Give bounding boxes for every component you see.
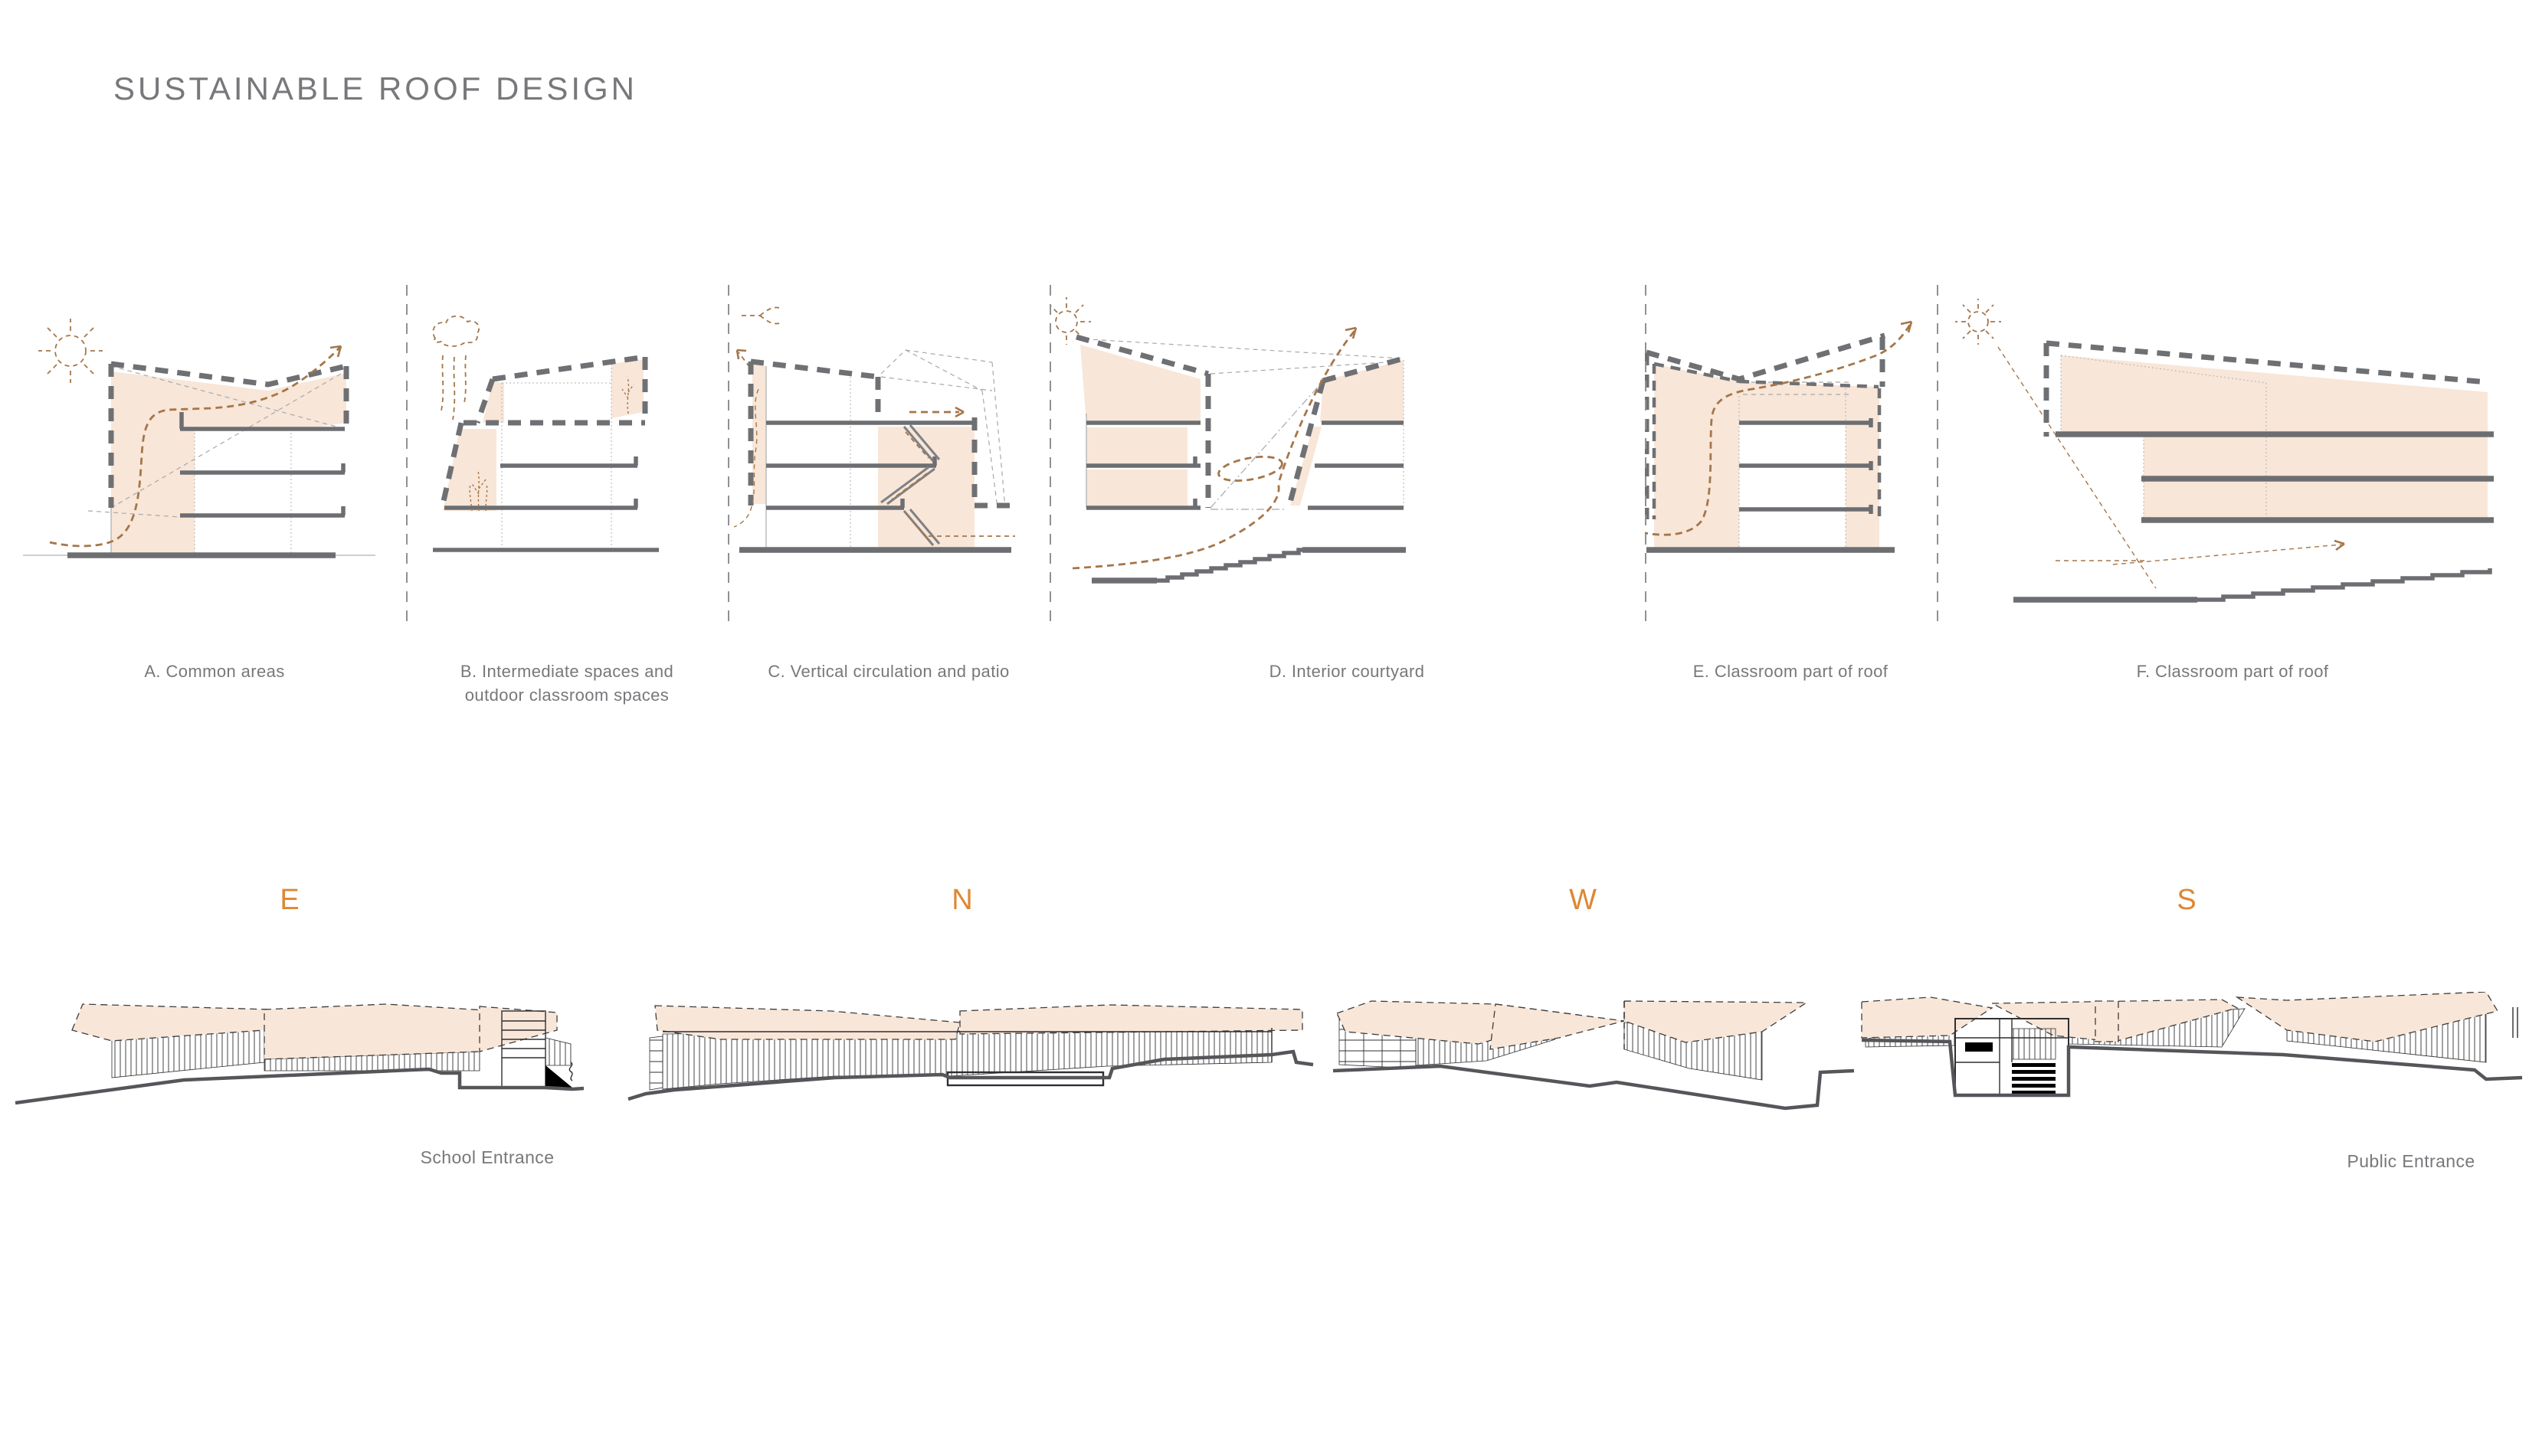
diagram-vertical-circulation bbox=[728, 291, 1050, 636]
separator-line bbox=[1645, 285, 1646, 623]
diagram-intermediate-spaces-drawing bbox=[432, 315, 659, 552]
diagram-classroom-roof-e bbox=[1640, 291, 1937, 636]
compass-label-east: E bbox=[280, 884, 300, 916]
airflow-arrow bbox=[1072, 326, 1358, 570]
caption-d: D. Interior courtyard bbox=[1269, 662, 1425, 681]
diagram-interior-courtyard bbox=[1049, 291, 1645, 636]
separator-line bbox=[728, 285, 729, 623]
diagram-interior-courtyard-drawing bbox=[1049, 297, 1406, 584]
elevation-north bbox=[627, 1004, 2518, 1101]
separator-line bbox=[406, 285, 408, 623]
plant-sketch bbox=[469, 376, 634, 512]
airflow-arrow bbox=[49, 345, 342, 548]
airflow-line bbox=[733, 388, 759, 528]
elevation-west bbox=[1332, 1000, 1855, 1111]
diagram-vertical-circulation-drawing bbox=[733, 306, 1017, 553]
compass-label-west: W bbox=[1569, 884, 1597, 916]
sun-icon bbox=[38, 319, 103, 383]
elevations-drawing bbox=[15, 992, 2523, 1111]
caption-a: A. Common areas bbox=[144, 662, 285, 681]
sun-icon bbox=[1049, 297, 1091, 345]
diagram-common-areas bbox=[23, 291, 406, 636]
diagram-classroom-roof-f-drawing bbox=[1955, 299, 2494, 603]
sun-icon bbox=[1955, 299, 2001, 345]
wind-icon bbox=[742, 306, 781, 325]
diagram-intermediate-spaces bbox=[406, 291, 728, 636]
caption-c: C. Vertical circulation and patio bbox=[768, 662, 1010, 681]
caption-f: F. Classroom part of roof bbox=[2136, 662, 2329, 681]
diagram-classroom-roof-e-drawing bbox=[1640, 320, 1913, 553]
public-entrance-label: Public Entrance bbox=[2347, 1151, 2475, 1171]
separator-line bbox=[1937, 285, 1938, 623]
school-entrance-label: School Entrance bbox=[420, 1147, 555, 1167]
page-title: SUSTAINABLE ROOF DESIGN bbox=[113, 70, 637, 106]
caption-e: E. Classroom part of roof bbox=[1692, 662, 1889, 681]
compass-label-north: N bbox=[952, 884, 973, 916]
stairs bbox=[880, 424, 941, 546]
diagram-common-areas-drawing bbox=[23, 319, 375, 558]
airflow-arrow bbox=[1640, 324, 1911, 536]
separator-line bbox=[1050, 285, 1051, 623]
caption-b: B. Intermediate spaces and outdoor class… bbox=[460, 662, 674, 705]
elevation-east bbox=[15, 1003, 585, 1105]
elevation-south bbox=[1861, 992, 2523, 1098]
public-entrance-building bbox=[1954, 1018, 2069, 1096]
diagram-classroom-roof-f bbox=[1937, 291, 2529, 636]
compass-label-south: S bbox=[2177, 884, 2196, 916]
rain-cloud-icon bbox=[432, 315, 480, 420]
